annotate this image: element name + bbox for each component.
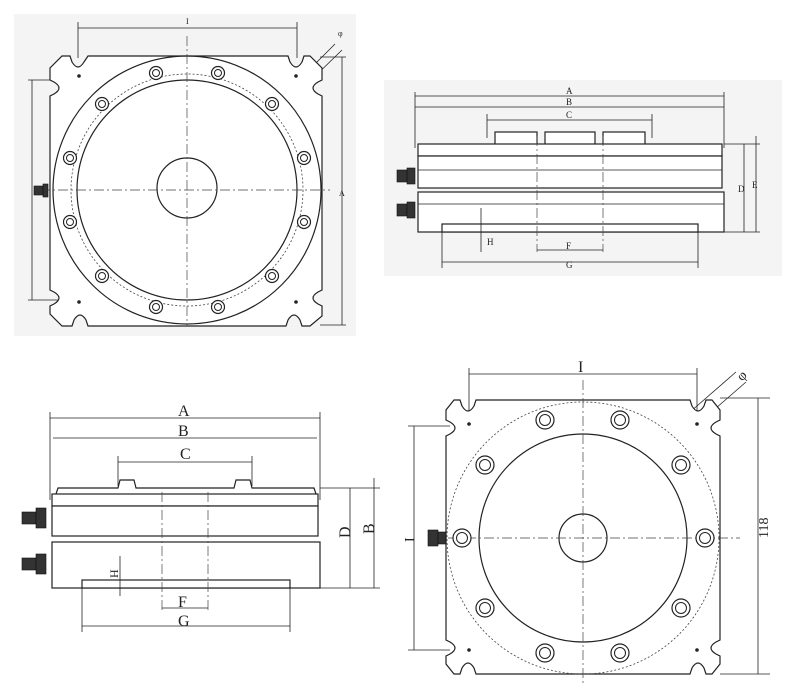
dim-i-label: I <box>186 17 189 26</box>
dim-a-label: A <box>178 403 190 420</box>
dim-g-label: G <box>178 613 190 630</box>
dim-b-label: B <box>566 97 572 107</box>
dim-g-label: G <box>566 260 573 270</box>
top-plan-view: I φ A <box>14 14 356 336</box>
bottom-plan-view-drawing: I φ 118 I <box>403 359 772 686</box>
dim-a-label: A <box>339 189 345 198</box>
upper-chamber <box>417 155 723 189</box>
bottom-side-view: A B C F G H D <box>18 398 388 634</box>
dim-b-label: B <box>178 423 189 440</box>
dim-c-label: C <box>180 446 191 463</box>
dim-phi-label: φ <box>338 29 343 38</box>
bolt-holes <box>62 65 312 315</box>
dim-c-label: C <box>566 110 572 120</box>
dim-i-left-label: I <box>403 537 418 542</box>
dim-118-label: 118 <box>757 518 772 538</box>
base-plate <box>49 55 323 327</box>
air-fittings <box>21 507 47 575</box>
bottom-side-view-drawing: A B C F G H D <box>21 403 380 632</box>
dim-a-label: A <box>566 86 573 96</box>
top-plan-view-drawing: I φ A <box>28 17 346 327</box>
dim-d-label: D <box>337 526 354 538</box>
bolt-holes <box>452 410 715 663</box>
base-ring <box>81 579 291 589</box>
top-plate <box>51 493 319 507</box>
dim-i-top-label: I <box>578 359 583 376</box>
air-fittings <box>396 167 416 219</box>
dim-d-label: D <box>738 184 745 194</box>
top-side-view-drawing: A B C F G H <box>396 86 760 270</box>
top-plate <box>417 143 723 157</box>
dim-f-label: F <box>178 594 187 611</box>
dim-h-label: H <box>107 569 121 578</box>
dim-e-label: B <box>361 523 378 534</box>
bottom-plan-view: I φ 118 I <box>398 352 782 686</box>
dim-e-label: E <box>752 180 758 190</box>
air-fitting <box>427 529 447 547</box>
dim-h-label: H <box>487 237 494 247</box>
base-ring <box>441 223 699 233</box>
dim-f-label: F <box>566 241 571 251</box>
dim-phi-label: φ <box>734 368 750 384</box>
top-side-view: A B C F G H <box>384 80 782 276</box>
air-fitting <box>33 183 49 198</box>
upper-chamber <box>51 505 319 537</box>
